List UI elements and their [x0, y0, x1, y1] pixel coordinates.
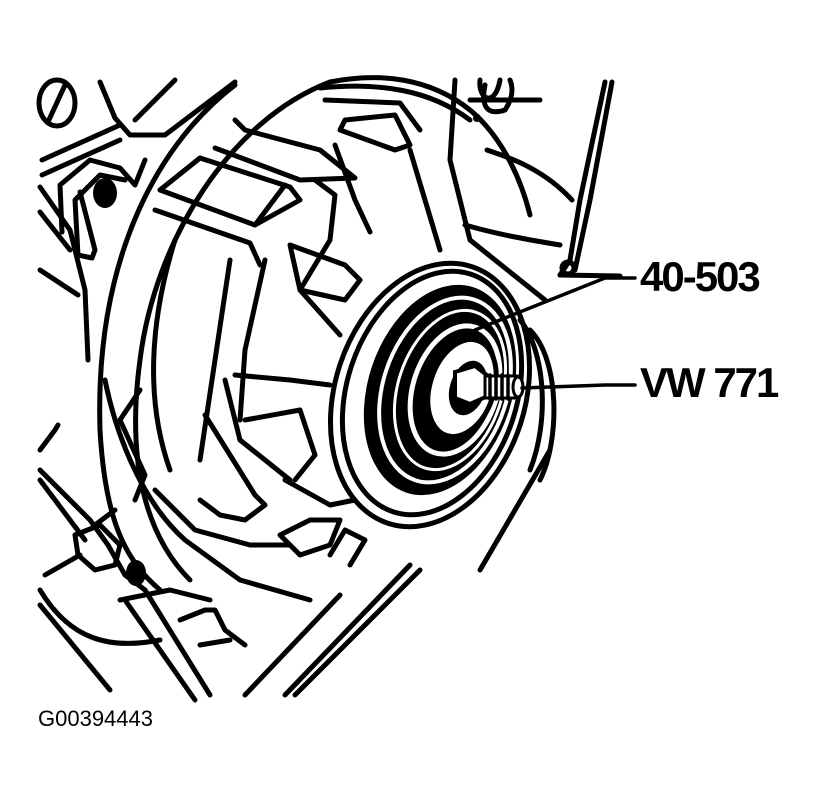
housing-flange: [327, 260, 533, 530]
leader-line-40-503: [473, 276, 637, 332]
callout-label-40-503: 40-503: [640, 253, 761, 300]
spindle-nut: [453, 363, 490, 407]
bolt-hole-upper: [93, 178, 117, 208]
callout-label-vw-771: VW 771: [640, 359, 779, 406]
leader-line-vw-771: [520, 383, 637, 390]
bolt-eye-shape: [36, 77, 78, 129]
bolt-hole-lower: [126, 560, 146, 586]
threaded-spindle-vw-771: [483, 373, 525, 401]
figure-id-label: G00394443: [38, 706, 153, 731]
